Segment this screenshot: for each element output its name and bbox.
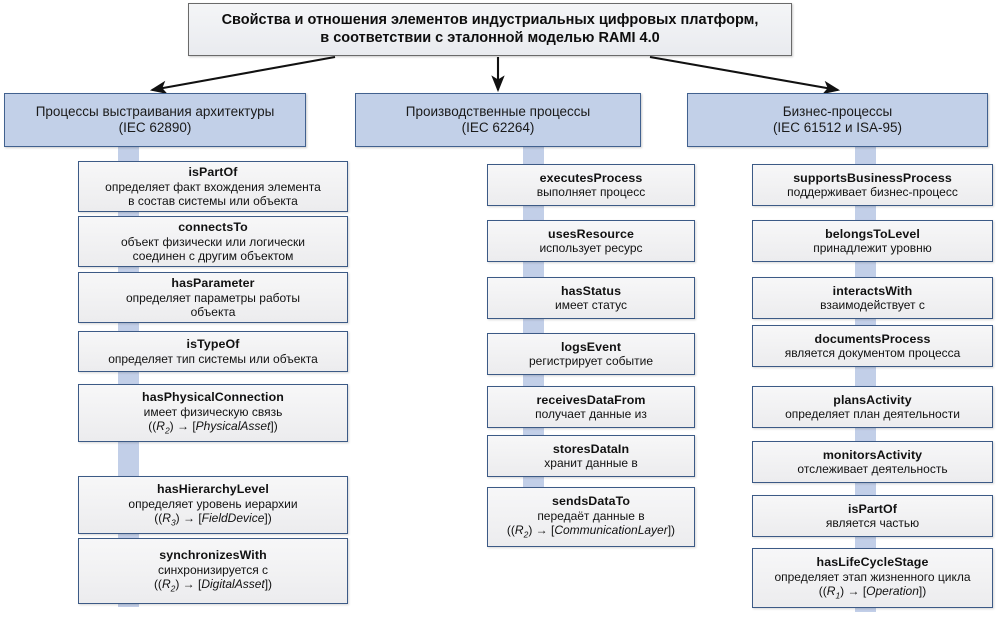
relation-name: interactsWith — [832, 283, 913, 298]
relation-description: отслеживает деятельность — [797, 462, 948, 477]
relation-description: имеет физическую связь — [143, 405, 283, 420]
category-header-production[interactable]: Производственные процессы (IEC 62264) — [355, 93, 641, 147]
relation-description: передаёт данные в — [537, 509, 645, 524]
category-standard: (IEC 62264) — [461, 120, 535, 135]
relation-description: использует ресурс — [539, 241, 643, 256]
relation-description: определяет уровень иерархии — [128, 497, 298, 512]
relation-name: documentsProcess — [814, 331, 931, 346]
relation-description: принадлежит уровню — [813, 241, 932, 256]
relation-description-cont: в состав системы или объекта — [128, 193, 298, 208]
page-title-line1: Свойства и отношения элементов индустриа… — [221, 12, 759, 29]
relation-description: определяет параметры работы — [125, 290, 301, 305]
spine-column-3 — [855, 147, 876, 612]
relation-description: синхронизируется с — [157, 563, 269, 578]
relation-description-cont: объекта — [190, 304, 236, 319]
relation-formula: ((R3) → [FieldDevice]) — [154, 511, 272, 528]
relation-name: synchronizesWith — [159, 548, 267, 563]
relation-name: receivesDataFrom — [536, 392, 646, 407]
relation-description: является документом процесса — [784, 346, 961, 361]
relation-name: supportsBusinessProcess — [793, 170, 952, 185]
relation-description: выполняет процесс — [536, 185, 646, 200]
diagram-title-box: Свойства и отношения элементов индустриа… — [188, 3, 792, 56]
relation-description: взаимодействует с — [820, 298, 925, 313]
relation-name: isPartOf — [847, 501, 897, 516]
category-name: Производственные процессы — [405, 104, 591, 120]
relation-name: monitorsActivity — [822, 447, 923, 462]
relation-description: определяет план деятельности — [785, 407, 960, 422]
category-name: Процессы выстраивания архитектуры — [35, 104, 275, 120]
relation-name: hasLifeCycleStage — [816, 555, 929, 570]
relation-formula: ((R2) → [PhysicalAsset]) — [148, 419, 278, 436]
relation-name: isTypeOf — [186, 337, 240, 352]
relation-description: регистрирует событие — [529, 354, 653, 369]
relation-description-cont: соединен с другим объектом — [132, 248, 294, 263]
relation-name: belongsToLevel — [825, 226, 920, 241]
relation-description: является частью — [825, 516, 920, 531]
relation-name: executesProcess — [539, 170, 643, 185]
relation-description: определяет этап жизненного цикла — [774, 570, 971, 585]
category-header-business[interactable]: Бизнес-процессы (IEC 61512 и ISA-95) — [687, 93, 988, 147]
relation-name: isPartOf — [188, 165, 238, 180]
relation-formula: ((R2) → [DigitalAsset]) — [153, 577, 273, 594]
relation-description: объект физически или логически — [120, 234, 306, 249]
relation-formula: ((R1) → [Operation]) — [818, 584, 927, 601]
relation-name: hasPhysicalConnection — [142, 390, 284, 405]
relation-name: hasStatus — [560, 283, 622, 298]
relation-name: sendsDataTo — [552, 494, 630, 509]
relation-description: получает данные из — [535, 407, 647, 422]
relation-name: usesResource — [548, 226, 634, 241]
relation-name: plansActivity — [833, 392, 912, 407]
relation-description: имеет статус — [555, 298, 627, 313]
relation-name: hasHierarchyLevel — [157, 482, 269, 497]
arrow-to-business — [649, 55, 841, 95]
relation-name: logsEvent — [560, 339, 622, 354]
relation-description: определяет факт вхождения элемента — [105, 179, 321, 194]
category-name: Бизнес-процессы — [782, 104, 893, 120]
category-standard: (IEC 62890) — [118, 120, 192, 135]
relation-formula: ((R2) → [CommunicationLayer]) — [506, 523, 676, 540]
relation-name: connectsTo — [178, 220, 248, 235]
category-header-architecture[interactable]: Процессы выстраивания архитектуры (IEC 6… — [4, 93, 306, 147]
relation-description: поддерживает бизнес-процесс — [787, 185, 958, 200]
relation-description: определяет тип системы или объекта — [108, 351, 318, 366]
relation-name: hasParameter — [171, 276, 255, 291]
category-standard: (IEC 61512 и ISA-95) — [772, 120, 903, 135]
relation-description: хранит данные в — [544, 456, 638, 471]
relation-name: storesDataIn — [552, 441, 630, 456]
arrow-to-architecture — [149, 55, 336, 95]
page-title-line2: в соответствии с эталонной моделью RAMI … — [320, 29, 660, 46]
